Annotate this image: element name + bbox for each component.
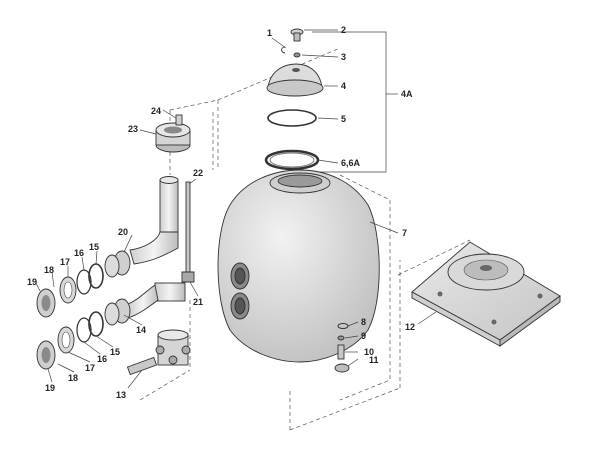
label-part-19-upper: 19: [27, 277, 37, 287]
lid-small-parts: [281, 28, 304, 58]
label-part-18-upper: 18: [44, 265, 54, 275]
label-part-21: 21: [193, 297, 203, 307]
rod-and-nut: [181, 181, 195, 283]
label-part-7: 7: [402, 228, 407, 238]
label-part-18-lower: 18: [68, 373, 78, 383]
label-part-3: 3: [341, 52, 346, 62]
tank-lid: [266, 63, 324, 97]
label-part-16-upper: 16: [74, 248, 84, 258]
label-part-17-upper: 17: [60, 257, 70, 267]
label-part-15-lower: 15: [110, 347, 120, 357]
label-part-15-upper: 15: [89, 242, 99, 252]
drain-plug-parts: [334, 323, 350, 373]
filter-tank: [217, 169, 380, 363]
filter-base: [411, 241, 561, 347]
label-part-11: 11: [369, 355, 379, 365]
label-part-5: 5: [341, 114, 346, 124]
label-part-16-lower: 16: [97, 354, 107, 364]
label-part-19-lower: 19: [45, 383, 55, 393]
label-part-6-6a: 6,6A: [341, 158, 361, 168]
label-part-10: 10: [364, 347, 374, 357]
label-part-1: 1: [267, 28, 272, 38]
group-bracket-4a: [312, 31, 398, 173]
multiport-valve: [126, 329, 191, 376]
lower-pipe-assembly: [104, 282, 186, 326]
upper-pipe-assembly: [104, 176, 179, 278]
label-part-2: 2: [341, 25, 346, 35]
pressure-gauge-assembly: [155, 114, 191, 153]
part-labels: 1 2 3 4 4A 5 6,6A 7 8 9 10 11 12 13 14 1…: [27, 25, 415, 400]
label-part-9: 9: [361, 331, 366, 341]
label-part-14: 14: [136, 325, 146, 335]
label-part-13: 13: [116, 390, 126, 400]
lower-fitting-rings: [36, 311, 104, 370]
label-part-8: 8: [361, 317, 366, 327]
label-part-23: 23: [128, 124, 138, 134]
o-ring-part: [267, 109, 317, 127]
label-part-24: 24: [151, 106, 161, 116]
label-part-4: 4: [341, 81, 346, 91]
tank-top-ring: [264, 149, 320, 171]
label-part-4a: 4A: [401, 89, 413, 99]
label-part-12: 12: [405, 322, 415, 332]
leader-lines: [35, 29, 437, 389]
label-part-17-lower: 17: [85, 363, 95, 373]
label-part-20: 20: [118, 227, 128, 237]
label-part-22: 22: [193, 168, 203, 178]
